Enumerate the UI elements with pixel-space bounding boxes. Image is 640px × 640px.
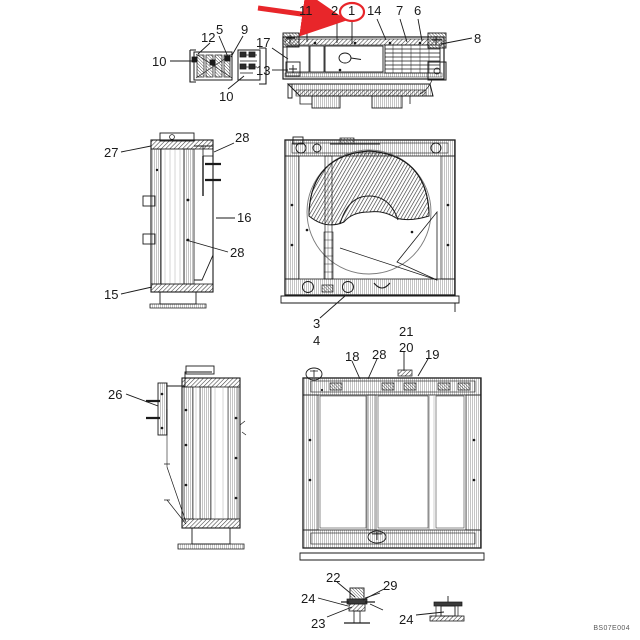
callout-number-23: 23 [311,616,326,631]
leader-line-8 [440,37,473,45]
red-highlight-annotation [257,0,366,37]
leader-line-28 [213,142,235,153]
callout-number-12: 12 [201,30,216,45]
oil-cooler-side-panel [142,132,221,309]
leader-line-28 [185,239,229,253]
callout-number-14: 14 [367,3,382,18]
leader-line-15 [120,286,153,295]
callout-number-3: 3 [313,316,321,331]
leader-line-6 [417,18,423,42]
leader-line-9 [230,35,244,58]
leader-line-22 [336,581,356,598]
callout-number-29: 29 [383,578,398,593]
callout-number-24: 24 [399,612,414,627]
callout-number-2: 2 [331,3,339,18]
callout-number-5: 5 [216,22,224,37]
leader-line-24 [317,597,349,607]
callout-number-27: 27 [104,145,119,160]
leader-line-18 [351,360,361,380]
leader-line-7 [399,18,408,43]
callout-number-20: 20 [399,340,414,355]
small-side-bracket-subassembly [189,47,267,85]
charge-air-cooler-side [146,365,247,550]
callout-number-8: 8 [474,31,482,46]
leader-line-28 [367,358,378,380]
drawing-watermark: BS07E004 [593,625,630,632]
red-pointer-arrow [257,0,347,37]
leader-line-19 [417,358,429,377]
leader-line-29 [362,588,385,601]
callout-number-10: 10 [219,89,234,104]
callout-number-28: 28 [235,130,250,145]
leader-line-17 [271,47,289,60]
callout-number-9: 9 [241,22,249,37]
callout-number-15: 15 [104,287,119,302]
callout-number-1: 1 [348,3,356,18]
leader-line-26 [125,393,159,407]
callout-number-24: 24 [301,591,316,606]
leader-line-27 [120,145,152,153]
callout-number-13: 13 [256,63,271,78]
leader-line-12 [197,42,211,55]
radiator-with-fan-shroud [280,136,460,312]
leader-line-5 [218,35,229,58]
callout-number-18: 18 [345,349,360,364]
callout-number-19: 19 [425,347,440,362]
mount-hardware-detail [341,587,465,624]
leader-line-10 [227,75,245,90]
callout-number-28: 28 [230,245,245,260]
callout-number-7: 7 [396,3,404,18]
radiator-core-front [299,367,485,561]
callout-number-10: 10 [152,54,167,69]
leader-line-24 [415,611,445,616]
callout-number-22: 22 [326,570,341,585]
callout-number-6: 6 [414,3,422,18]
red-ellipse-highlight [338,1,366,23]
oil-cooler-side-view [282,32,447,109]
callout-number-16: 16 [237,210,252,225]
callout-number-26: 26 [108,387,123,402]
callout-number-17: 17 [256,35,271,50]
callout-number-21: 21 [399,324,414,339]
leader-line-23 [326,606,353,618]
leader-line-14 [376,18,387,41]
callout-number-4: 4 [313,333,321,348]
callout-number-11: 11 [299,3,313,18]
callout-number-28: 28 [372,347,387,362]
leader-line-3 [319,295,346,319]
